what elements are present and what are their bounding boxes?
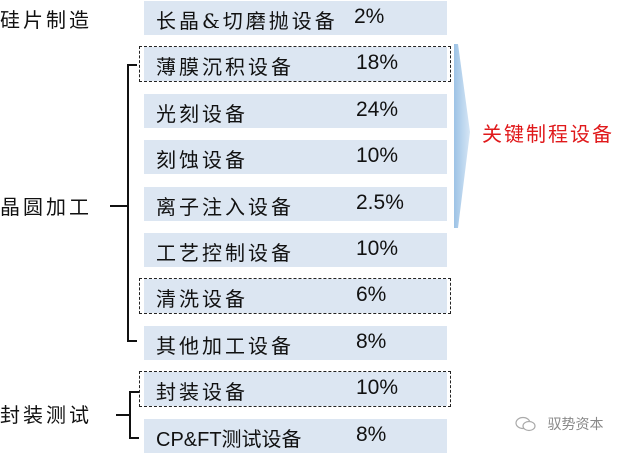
equipment-share: 10% xyxy=(356,237,399,260)
wechat-icon xyxy=(515,416,536,432)
equipment-name: 封装设备 xyxy=(156,380,248,404)
equipment-share: 8% xyxy=(356,423,387,446)
equipment-share: 6% xyxy=(356,283,387,306)
equipment-share: 24% xyxy=(356,98,399,121)
bracket-packaging-stem xyxy=(116,414,130,416)
bracket-wafer-processing-stem xyxy=(110,205,128,207)
bracket-packaging-top xyxy=(129,391,139,393)
bracket-packaging-bottom xyxy=(129,437,139,439)
watermark: 驭势资本 xyxy=(515,414,603,434)
equipment-name: 离子注入设备 xyxy=(156,195,294,219)
equipment-row: 封装设备 10% xyxy=(144,372,447,406)
bracket-wafer-processing-spine xyxy=(127,64,129,342)
equipment-name: 工艺控制设备 xyxy=(156,241,294,265)
equipment-row: 工艺控制设备 10% xyxy=(144,233,447,267)
stage-label-wafer-processing: 晶圆加工 xyxy=(0,195,92,219)
equipment-row: 刻蚀设备 10% xyxy=(144,140,447,174)
equipment-name: 清洗设备 xyxy=(156,287,248,311)
highlight-dashed-frame xyxy=(139,371,451,407)
equipment-row: 光刻设备 24% xyxy=(144,94,447,128)
equipment-row: CP&FT测试设备 8% xyxy=(144,419,447,453)
equipment-row: 长晶&切磨抛设备 2% xyxy=(144,1,447,35)
equipment-row: 清洗设备 6% xyxy=(144,279,447,313)
equipment-share: 10% xyxy=(356,144,399,167)
bracket-wafer-processing-top xyxy=(127,64,137,66)
equipment-name: 光刻设备 xyxy=(156,102,248,126)
equipment-row: 其他加工设备 8% xyxy=(144,326,447,360)
chevron-arrow-icon xyxy=(454,44,470,228)
stage-label-packaging-testing: 封装测试 xyxy=(0,403,92,427)
equipment-share: 2% xyxy=(354,5,385,28)
equipment-row: 薄膜沉积设备 18% xyxy=(144,47,447,81)
equipment-name: 长晶&切磨抛设备 xyxy=(156,9,338,33)
equipment-share: 18% xyxy=(356,51,399,74)
watermark-text: 驭势资本 xyxy=(547,417,604,433)
equipment-name: 薄膜沉积设备 xyxy=(156,55,294,79)
callout-key-process-equipment: 关键制程设备 xyxy=(482,122,614,146)
highlight-dashed-frame xyxy=(139,278,451,314)
bracket-wafer-processing-bottom xyxy=(127,340,137,342)
equipment-name: 其他加工设备 xyxy=(156,334,294,358)
equipment-name: CP&FT测试设备 xyxy=(156,429,302,451)
equipment-name: 刻蚀设备 xyxy=(156,148,248,172)
equipment-share: 10% xyxy=(356,376,399,399)
stage-label-wafer-manufacturing: 硅片制造 xyxy=(0,8,92,32)
highlight-dashed-frame xyxy=(139,46,451,82)
bracket-packaging-spine xyxy=(129,391,131,439)
equipment-share: 8% xyxy=(356,330,387,353)
equipment-row: 离子注入设备 2.5% xyxy=(144,187,447,221)
equipment-share: 2.5% xyxy=(356,191,404,214)
